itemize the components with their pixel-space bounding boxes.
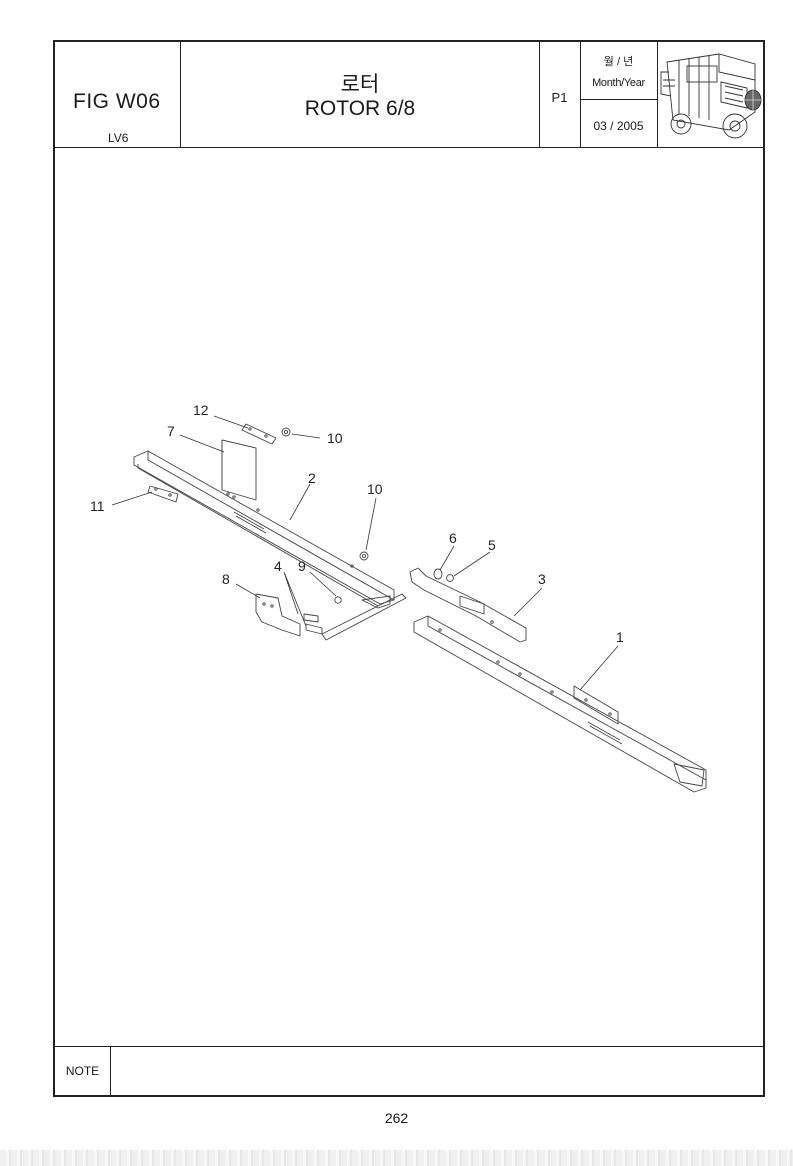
- part-6-washer: [433, 568, 443, 580]
- callout-10: 10: [327, 430, 343, 446]
- callout-6: 6: [449, 530, 457, 546]
- month-year-label: Month/Year: [592, 77, 645, 89]
- revision-date: 03 / 2005: [593, 119, 644, 133]
- page-number: 262: [384, 1110, 409, 1126]
- callout-leaders: [111, 415, 619, 691]
- part-7-plate: [221, 439, 257, 501]
- figure-number: FIG W06: [73, 90, 161, 113]
- callout-8: 8: [222, 571, 230, 587]
- header-divider: [580, 40, 581, 148]
- part-link-rod: [321, 593, 407, 641]
- header-divider: [657, 40, 658, 148]
- part-10-nut: [359, 551, 369, 561]
- callout-5: 5: [488, 537, 496, 553]
- part-3-lever: [409, 567, 527, 643]
- sprayer-machine-thumbnail: [660, 53, 762, 139]
- header-divider: [539, 40, 540, 148]
- part-11-bracket: [147, 485, 179, 503]
- note-top-rule: [53, 1046, 765, 1047]
- header-bottom-rule: [53, 147, 765, 148]
- callout-9: 9: [298, 558, 306, 574]
- date-cell-rule: [580, 99, 657, 100]
- title-korean: 로터: [340, 73, 380, 96]
- page-code: P1: [551, 90, 568, 105]
- callout-12: 12: [193, 402, 209, 418]
- title-english: ROTOR 6/8: [304, 97, 416, 120]
- callout-4: 4: [274, 558, 282, 574]
- callout-2: 2: [308, 470, 316, 486]
- scan-edge-artifact: [0, 1150, 793, 1166]
- callout-10: 10: [367, 481, 383, 497]
- part-5-nut: [446, 574, 454, 582]
- part-1-rotor-bar: [413, 615, 707, 793]
- page-frame: [53, 40, 765, 1097]
- model-code: LV6: [108, 131, 129, 145]
- header-divider: [180, 40, 181, 148]
- callout-3: 3: [538, 571, 546, 587]
- callout-7: 7: [167, 423, 175, 439]
- note-divider: [110, 1046, 111, 1096]
- month-year-label-korean: 월 / 년: [603, 56, 634, 68]
- part-9-nut: [334, 596, 342, 604]
- part-10-nut: [281, 427, 291, 437]
- callout-11: 11: [90, 498, 105, 514]
- part-2-rotor-bar: [133, 450, 395, 609]
- note-label: NOTE: [65, 1064, 100, 1078]
- part-12-strip: [241, 423, 277, 445]
- part-4-bolt: [303, 613, 323, 635]
- callout-1: 1: [616, 629, 624, 645]
- part-8-bracket: [255, 593, 301, 637]
